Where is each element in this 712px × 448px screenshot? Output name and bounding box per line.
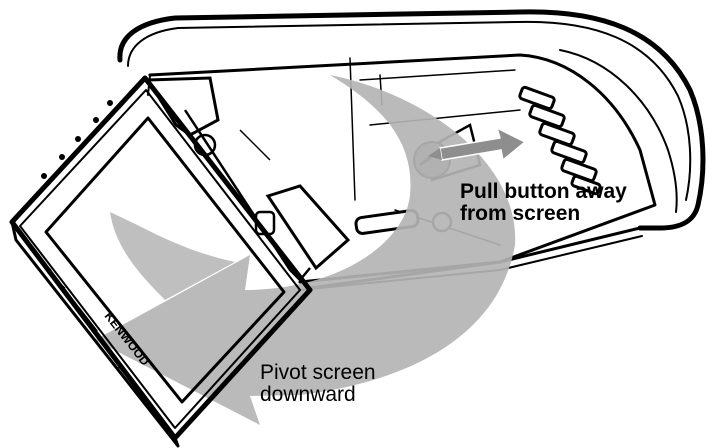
pivot-arrow-tail — [110, 212, 235, 300]
pivot-callout-line2: downward — [260, 383, 356, 406]
pivot-callout-line1: Pivot screen — [260, 361, 376, 384]
pivot-arrow-icon — [95, 75, 516, 425]
monitor-screen — [9, 75, 313, 448]
pull-callout-line1: Pull button away — [460, 180, 627, 203]
button-slots — [518, 85, 602, 196]
pivot-screen-callout: Pivot screen downward — [260, 362, 376, 406]
pull-callout-line2: from screen — [460, 202, 581, 225]
pull-arrow-icon — [428, 126, 527, 162]
pull-button-callout: Pull button away from screen — [460, 181, 627, 225]
